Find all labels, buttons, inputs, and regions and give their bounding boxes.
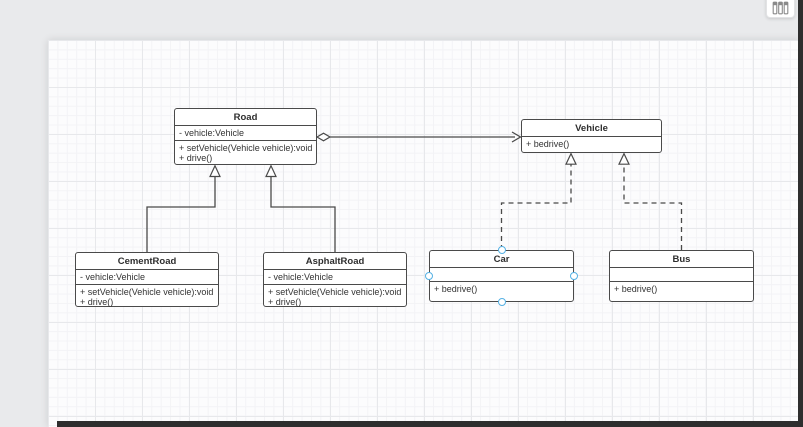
method-line: + bedrive() (526, 139, 570, 149)
methods-section: + setVehicle(Vehicle vehicle):void+ driv… (175, 140, 316, 165)
methods-section: + bedrive() (430, 281, 573, 301)
method-line: + setVehicle(Vehicle vehicle):void (268, 287, 402, 297)
uml-class-vehicle[interactable]: Vehicle + bedrive() (521, 119, 662, 153)
class-name: CementRoad (117, 256, 177, 267)
method-line: + drive() (268, 297, 302, 307)
attributes-section (610, 267, 753, 281)
selection-handle-left[interactable] (425, 272, 433, 280)
method-line: + drive() (80, 297, 114, 307)
horizontal-scrollbar[interactable] (57, 421, 803, 427)
connector-realization[interactable] (500, 164, 572, 250)
class-name: Bus (672, 254, 691, 265)
method-line: + setVehicle(Vehicle vehicle):void (179, 143, 313, 153)
connector-realization[interactable] (623, 164, 683, 250)
vertical-scrollbar[interactable] (798, 0, 803, 427)
methods-section: + setVehicle(Vehicle vehicle):void+ driv… (76, 284, 218, 309)
uml-class-asphaltroad[interactable]: AsphaltRoad - vehicle:Vehicle + setVehicle… (263, 252, 407, 307)
attributes-section: - vehicle:Vehicle (264, 269, 406, 284)
panel-toggle-button[interactable] (766, 0, 795, 18)
attributes-section: - vehicle:Vehicle (76, 269, 218, 284)
methods-section: + bedrive() (610, 281, 753, 301)
method-line: + bedrive() (434, 284, 478, 294)
class-name: AsphaltRoad (305, 256, 365, 267)
methods-section: + bedrive() (522, 136, 661, 152)
columns-icon (772, 1, 789, 15)
selection-handle-right[interactable] (570, 272, 578, 280)
attribute-line: - vehicle:Vehicle (80, 272, 146, 282)
class-name: Vehicle (575, 123, 608, 134)
uml-class-bus[interactable]: Bus + bedrive() (609, 250, 754, 302)
connector-generalization[interactable] (146, 176, 216, 253)
selection-handle-top[interactable] (497, 246, 506, 254)
method-line: + setVehicle(Vehicle vehicle):void (80, 287, 214, 297)
uml-class-car[interactable]: Car + bedrive() (429, 250, 574, 302)
method-line: + drive() (179, 153, 213, 163)
attributes-section: - vehicle:Vehicle (175, 125, 316, 140)
connector-generalization[interactable] (270, 176, 336, 253)
method-line: + bedrive() (614, 284, 658, 294)
class-name: Road (233, 112, 258, 123)
attribute-line: - vehicle:Vehicle (268, 272, 334, 282)
methods-section: + setVehicle(Vehicle vehicle):void+ driv… (264, 284, 406, 309)
attributes-section (430, 267, 573, 281)
diagram-canvas[interactable] (48, 40, 799, 427)
uml-class-cementroad[interactable]: CementRoad - vehicle:Vehicle + setVehicle(… (75, 252, 219, 307)
attribute-line: - vehicle:Vehicle (179, 128, 245, 138)
selection-handle-bottom[interactable] (497, 298, 506, 306)
uml-class-road[interactable]: Road - vehicle:Vehicle + setVehicle(Vehicl… (174, 108, 317, 165)
class-name: Car (493, 254, 510, 265)
